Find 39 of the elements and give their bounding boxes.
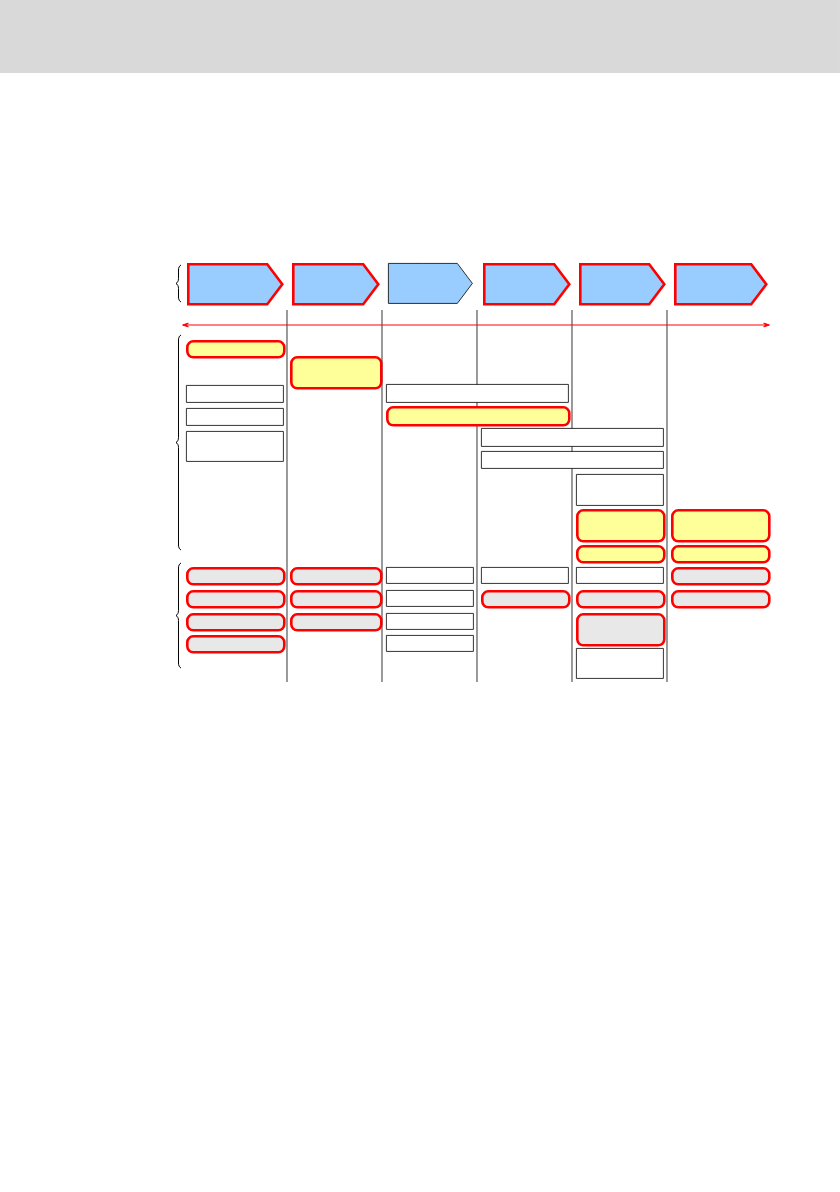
- rounded-task-box: [186, 340, 286, 359]
- task-box: [186, 408, 284, 426]
- rounded-task-box: [671, 509, 771, 543]
- task-box: [481, 428, 664, 447]
- rounded-task-box: [290, 567, 383, 586]
- task-box: [386, 567, 474, 584]
- task-box: [186, 431, 284, 462]
- rounded-task-box: [186, 635, 286, 654]
- task-box: [386, 384, 569, 403]
- task-box: [386, 590, 474, 607]
- rounded-task-box: [576, 545, 666, 564]
- rounded-task-box: [671, 545, 771, 564]
- rounded-task-box: [576, 613, 666, 647]
- rounded-task-box: [186, 590, 286, 609]
- rounded-task-box: [671, 590, 771, 609]
- process-step: [187, 263, 284, 306]
- rounded-task-box: [576, 590, 666, 609]
- rounded-task-box: [290, 590, 383, 609]
- rounded-task-box: [576, 509, 666, 543]
- task-box: [576, 474, 664, 506]
- rounded-task-box: [481, 590, 571, 609]
- process-step: [388, 263, 473, 304]
- rounded-task-box: [671, 567, 771, 586]
- process-step: [483, 263, 571, 306]
- task-box: [481, 567, 569, 584]
- rounded-task-box: [186, 613, 286, 632]
- task-box: [481, 451, 664, 469]
- process-step: [292, 263, 380, 306]
- process-step: [674, 263, 768, 306]
- task-box: [576, 648, 664, 679]
- task-box: [386, 635, 474, 652]
- task-box: [386, 613, 474, 630]
- rounded-task-box: [386, 406, 571, 427]
- task-box: [186, 385, 284, 403]
- task-box: [576, 567, 664, 584]
- process-step: [579, 263, 666, 306]
- rounded-task-box: [186, 567, 286, 586]
- rounded-task-box: [290, 613, 383, 632]
- rounded-task-box: [290, 356, 383, 390]
